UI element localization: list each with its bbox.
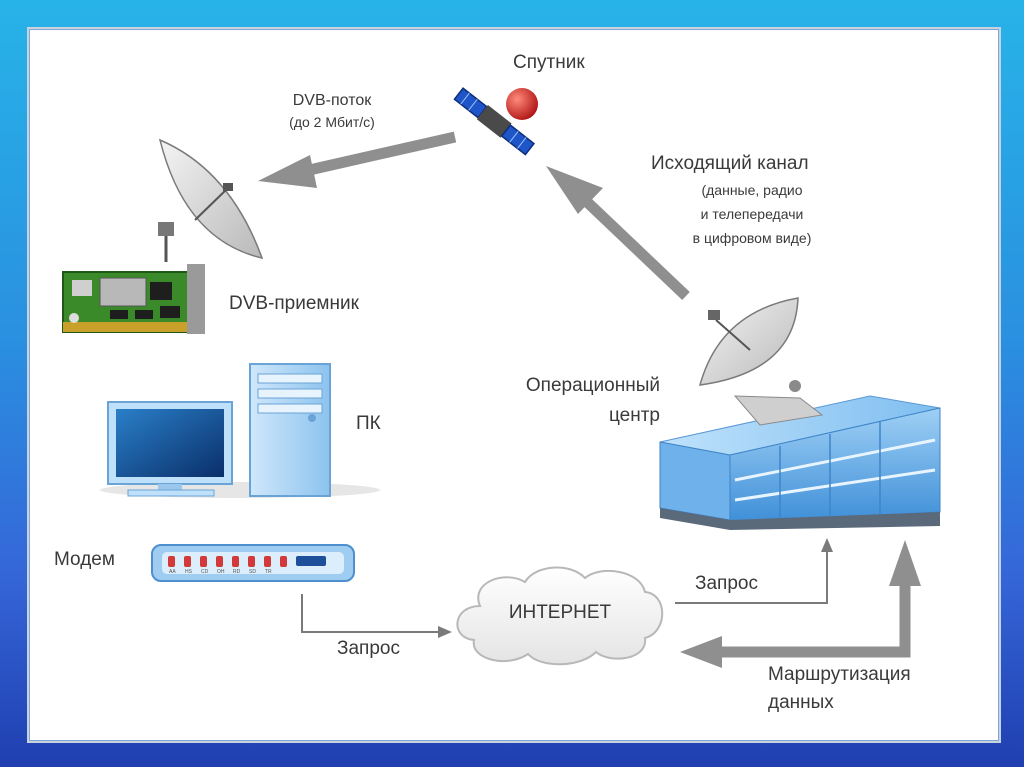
pc-icon: [100, 363, 380, 498]
modem-label: Модем: [54, 549, 115, 570]
receiving-dish-icon: [158, 138, 264, 262]
internet-to-ops-line: [675, 538, 833, 604]
outgoing-channel-line3: в цифровом виде): [692, 230, 812, 246]
dvb-rate-label: (до 2 Мбит/с): [289, 114, 375, 130]
operations-center-label-line2: центр: [609, 405, 660, 426]
request-label-left: Запрос: [337, 638, 400, 659]
internet-cloud-icon: [456, 566, 664, 666]
routing-arrow: [680, 540, 921, 668]
modem-led-label: SD: [249, 569, 256, 575]
dvb-stream-arrow: [258, 131, 457, 188]
outgoing-channel-line2: и телепередачи: [700, 206, 804, 222]
transmitting-dish-icon: [698, 297, 824, 426]
outgoing-channel-line1: (данные, радио: [701, 182, 803, 198]
operations-center-label-line1: Операционный: [525, 375, 660, 396]
request-label-right: Запрос: [695, 573, 758, 594]
modem-led-label: CD: [201, 569, 209, 575]
modem-led-labels: AA HS CD OH RD SD TR: [169, 569, 272, 575]
uplink-arrow: [546, 166, 690, 300]
operations-center-building-icon: [659, 395, 941, 530]
dvb-receiver-label: DVB-приемник: [229, 293, 359, 314]
modem-icon: [151, 544, 355, 582]
dvb-receiver-card-icon: [62, 264, 205, 334]
pc-label: ПК: [356, 413, 381, 434]
modem-led-label: TR: [265, 569, 272, 575]
routing-label-line1: Маршрутизация: [768, 664, 911, 685]
modem-led-label: RD: [233, 569, 241, 575]
internet-label: ИНТЕРНЕТ: [508, 602, 612, 623]
modem-led-label: OH: [217, 569, 225, 575]
satellite-label: Спутник: [513, 52, 585, 73]
routing-label-line2: данных: [768, 692, 834, 713]
satellite-icon: [453, 87, 538, 156]
outgoing-channel-title: Исходящий канал: [651, 153, 809, 174]
modem-led-label: HS: [185, 569, 193, 575]
modem-to-internet-line: [301, 594, 452, 638]
dvb-stream-label: DVB-поток: [292, 92, 372, 109]
modem-led-label: AA: [169, 569, 176, 575]
